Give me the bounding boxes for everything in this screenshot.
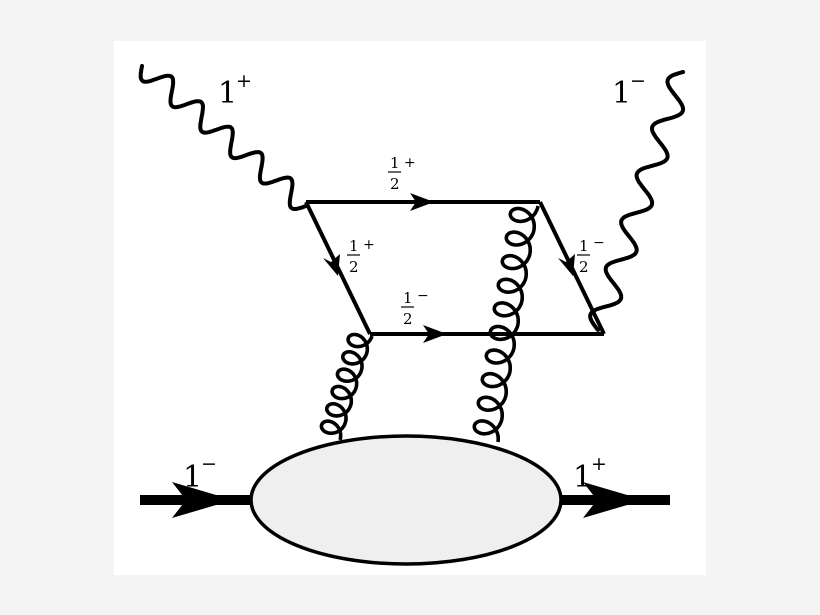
gluon-right bbox=[472, 205, 540, 443]
hadron-arrow-out bbox=[583, 482, 644, 518]
label-hadron-in: 1 − bbox=[183, 453, 217, 495]
svg-text:2: 2 bbox=[579, 258, 589, 276]
incoming-photon-line bbox=[138, 64, 308, 211]
svg-text:2: 2 bbox=[390, 175, 400, 193]
svg-text:1: 1 bbox=[579, 237, 589, 255]
svg-text:+: + bbox=[363, 237, 375, 253]
svg-text:−: − bbox=[593, 235, 605, 251]
label-photon-out: 1 − bbox=[612, 70, 646, 111]
svg-text:1: 1 bbox=[403, 289, 413, 307]
gluon-left bbox=[319, 332, 374, 441]
label-hadron-out: 1 + bbox=[573, 453, 607, 495]
hadron-arrow-in bbox=[172, 482, 233, 518]
svg-text:+: + bbox=[404, 155, 416, 171]
label-quark-top: 1 2 + bbox=[388, 154, 416, 193]
svg-text:1: 1 bbox=[183, 460, 202, 495]
svg-text:−: − bbox=[201, 453, 217, 475]
svg-text:+: + bbox=[236, 70, 252, 92]
svg-text:−: − bbox=[630, 70, 646, 92]
svg-text:1: 1 bbox=[612, 76, 631, 111]
label-quark-bottom: 1 2 − bbox=[401, 288, 429, 328]
arrow-top bbox=[410, 193, 434, 211]
arrow-left bbox=[323, 254, 340, 276]
svg-text:1: 1 bbox=[349, 237, 359, 255]
label-quark-left: 1 2 + bbox=[347, 237, 375, 276]
label-quark-right: 1 2 − bbox=[577, 235, 605, 276]
svg-text:1: 1 bbox=[573, 460, 592, 495]
svg-text:1: 1 bbox=[390, 154, 400, 172]
hadron-blob bbox=[249, 434, 563, 566]
arrow-bottom bbox=[423, 325, 447, 343]
arrow-right bbox=[558, 254, 575, 276]
svg-text:2: 2 bbox=[349, 258, 359, 276]
outgoing-photon-line bbox=[588, 70, 686, 332]
svg-text:−: − bbox=[417, 288, 429, 304]
svg-text:+: + bbox=[591, 453, 607, 475]
svg-text:1: 1 bbox=[218, 76, 237, 111]
svg-text:2: 2 bbox=[403, 310, 413, 328]
label-photon-in: 1 + bbox=[218, 70, 252, 111]
